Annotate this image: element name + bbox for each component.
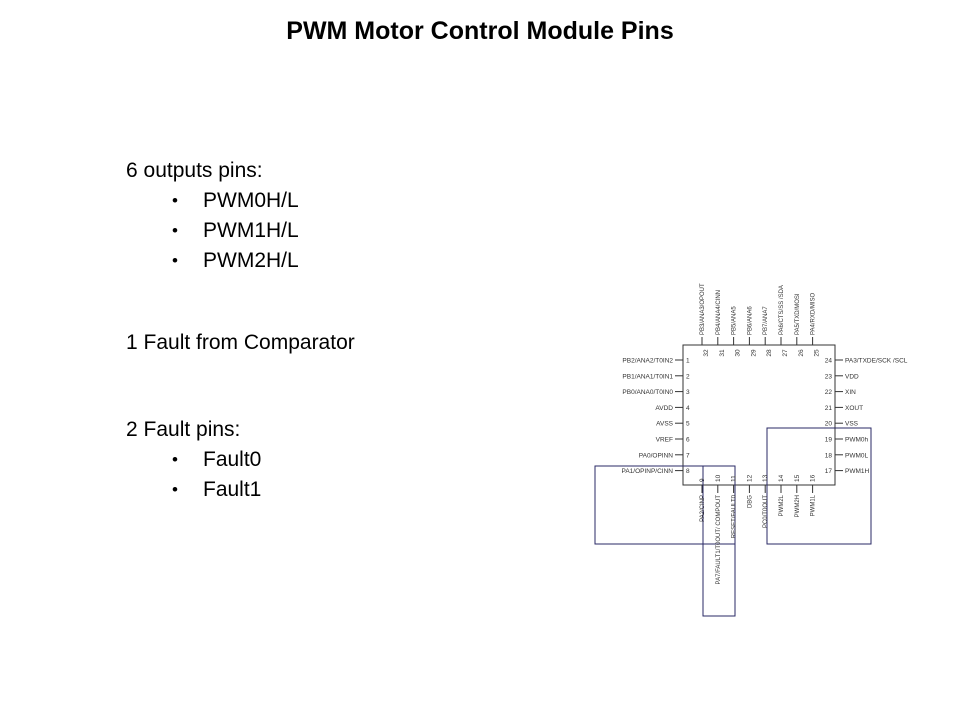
- chip-body: [682, 344, 836, 486]
- fault-pins-list: • Fault0 • Fault1: [126, 445, 261, 505]
- pin-label: PWM2L: [779, 494, 785, 516]
- output-pin-label: PWM0H/L: [203, 189, 299, 212]
- list-item: • PWM2H/L: [126, 246, 299, 276]
- pin-label: VREF: [656, 437, 673, 444]
- pin-number: 17: [825, 468, 833, 475]
- output-pin-label: PWM1H/L: [203, 219, 299, 242]
- pin-label: XOUT: [845, 405, 863, 412]
- fault-pins-section: 2 Fault pins: • Fault0 • Fault1: [126, 415, 261, 505]
- pin-label: PA0/OPINN: [639, 452, 674, 459]
- pin-number: 6: [686, 437, 690, 444]
- pin-group: 1 PB2/ANA2/T0IN2 2 PB1/ANA1/T0IN1 3 PB0/ANA0/…: [621, 283, 907, 584]
- pin-label: PB0/ANA0/T0IN0: [622, 389, 673, 396]
- pin-number: 20: [825, 421, 833, 428]
- pin-number: 12: [746, 474, 753, 482]
- comparator-heading: 1 Fault from Comparator: [126, 331, 355, 354]
- pin-number: 11: [731, 475, 738, 482]
- pin-label: PB4/ANA4/CINN: [716, 290, 722, 335]
- list-item: • PWM0H/L: [126, 186, 299, 216]
- pin-label: AVDD: [655, 405, 673, 412]
- pin-label: XIN: [845, 389, 856, 396]
- pwm-highlight-box: [766, 427, 872, 545]
- pin-number: 9: [699, 478, 706, 482]
- outputs-section: 6 outputs pins: • PWM0H/L • PWM1H/L • PWM2H…: [126, 156, 299, 276]
- pin-number: 15: [794, 474, 801, 482]
- list-item: • Fault1: [126, 475, 261, 505]
- pinout-diagram: 1 PB2/ANA2/T0IN2 2 PB1/ANA1/T0IN1 3 PB0/ANA0/…: [594, 283, 908, 617]
- pin-label: PB2/ANA2/T0IN2: [622, 358, 673, 365]
- pin-number: 19: [825, 437, 833, 444]
- pin-label: PA1/OPINP/CINN: [621, 468, 673, 475]
- pin-label: PC0/T0OUT: [763, 495, 769, 528]
- pin-number: 5: [686, 421, 690, 428]
- pin-label: PA5/TXD/MOSI: [795, 293, 801, 335]
- comparator-section: 1 Fault from Comparator: [126, 328, 355, 358]
- pin-label: PA6/CTS/SS /SDA: [779, 285, 785, 335]
- bullet-icon: •: [172, 191, 178, 210]
- pin-number: 1: [686, 358, 690, 365]
- output-pin-label: PWM2H/L: [203, 249, 299, 272]
- pin-number: 8: [686, 468, 690, 475]
- pin-label: PB7/ANA7: [763, 306, 769, 335]
- pin-number: 26: [798, 349, 805, 357]
- pin-number: 18: [825, 452, 833, 459]
- bullet-icon: •: [172, 450, 178, 469]
- outputs-heading: 6 outputs pins:: [126, 159, 263, 182]
- fault-highlight-box: [702, 465, 736, 617]
- fault-pin-label: Fault1: [203, 478, 262, 501]
- pin-number: 22: [825, 389, 833, 396]
- pin-number: 10: [715, 474, 722, 482]
- pin-label: PWM2H: [795, 495, 801, 517]
- pin-number: 21: [825, 405, 833, 412]
- list-item: • Fault0: [126, 445, 261, 475]
- pin-number: 7: [686, 452, 690, 459]
- pin-label: PA7/FAULT1/T0OUT/ COMPOUT: [716, 495, 722, 585]
- pin-label: PA2/CINP: [700, 495, 706, 522]
- pin-label: PB3/ANA3/OPOUT: [700, 283, 706, 335]
- fault-pin-label: Fault0: [203, 448, 262, 471]
- pin-number: 30: [735, 349, 742, 357]
- pin-number: 4: [686, 405, 690, 412]
- bullet-icon: •: [172, 251, 178, 270]
- pin-number: 23: [825, 373, 833, 380]
- pin-label: VDD: [845, 373, 859, 380]
- outputs-list: • PWM0H/L • PWM1H/L • PWM2H/L: [126, 186, 299, 276]
- pin-number: 27: [782, 349, 789, 357]
- pin-number: 2: [686, 373, 690, 380]
- pin-label: PA3/TXDE/SCK /SCL: [845, 358, 908, 365]
- pin-label: PWM1H: [845, 468, 870, 475]
- bullet-icon: •: [172, 221, 178, 240]
- pin-label: PWM0h: [845, 437, 869, 444]
- pin-number: 16: [810, 474, 817, 482]
- pin-number: 25: [814, 349, 821, 357]
- pin-label: RESET/FAULT0: [732, 494, 738, 538]
- pin-label: PA4/RXD/MISO: [811, 292, 817, 335]
- bullet-icon: •: [172, 480, 178, 499]
- list-item: • PWM1H/L: [126, 216, 299, 246]
- pin-number: 29: [750, 349, 757, 357]
- pin-number: 24: [825, 358, 833, 365]
- pin-label: PWM1L: [811, 494, 817, 516]
- slide-title: PWM Motor Control Module Pins: [286, 17, 674, 45]
- pin-label: DBG: [747, 495, 753, 508]
- pin-number: 31: [719, 349, 726, 357]
- pin-label: PB5/ANA5: [732, 306, 738, 335]
- fault-pins-heading: 2 Fault pins:: [126, 418, 241, 441]
- pin-label: AVSS: [656, 421, 674, 428]
- pin-number: 14: [778, 474, 785, 482]
- pin-number: 28: [766, 349, 773, 357]
- pin-label: PWM0L: [845, 452, 869, 459]
- pin-number: 32: [703, 349, 710, 357]
- pin-label: VSS: [845, 421, 859, 428]
- pin-label: PB1/ANA1/T0IN1: [622, 373, 673, 380]
- pin-number: 13: [762, 474, 769, 482]
- pin-number: 3: [686, 389, 690, 396]
- pin-label: PB6/ANA6: [747, 306, 753, 335]
